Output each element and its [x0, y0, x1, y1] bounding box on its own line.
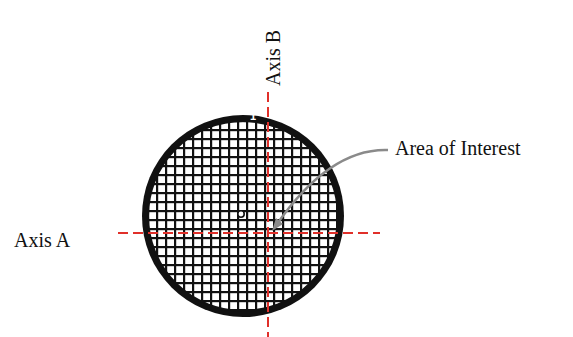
- axis-b-line: [267, 92, 269, 337]
- leader-arrowhead: [272, 218, 283, 231]
- callout-label: Area of Interest: [395, 137, 521, 159]
- grid-number: 1: [250, 110, 256, 122]
- leader-line: [277, 150, 388, 224]
- axis-label: Axis B: [262, 30, 284, 86]
- grid-mesh: [140, 113, 346, 319]
- axis-a-line: [118, 232, 380, 234]
- axis-label: Axis A: [14, 229, 70, 251]
- center-dot: [238, 211, 244, 217]
